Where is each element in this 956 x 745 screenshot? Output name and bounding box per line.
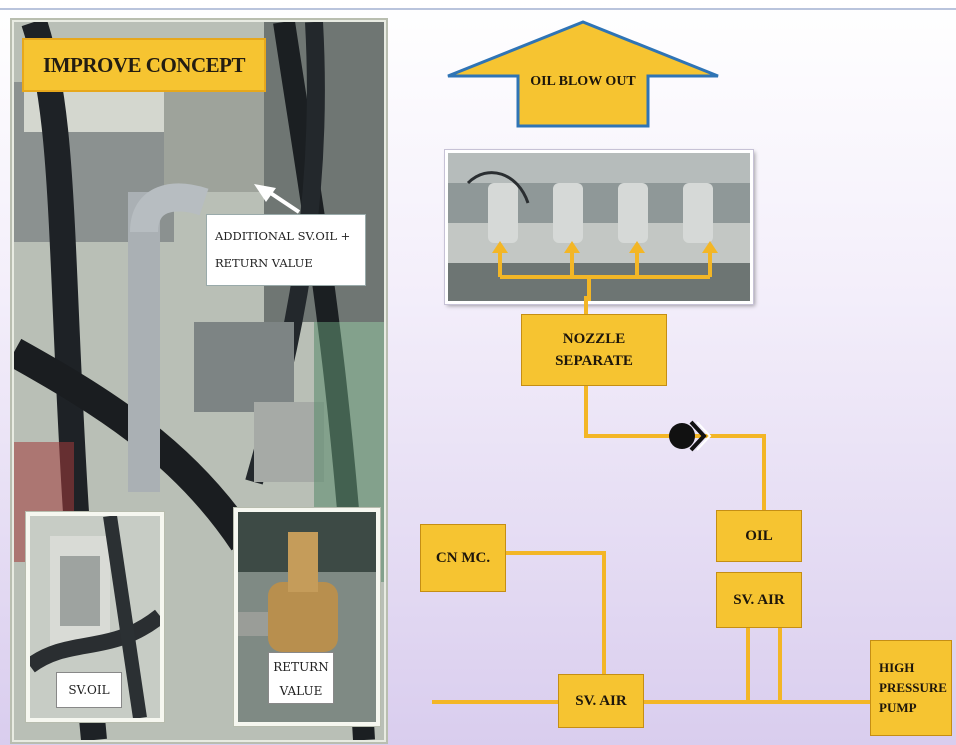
pipe-sv-air-right-leg	[778, 626, 782, 702]
pipe-to-oil	[762, 434, 766, 510]
pipe-sv-air-left-leg	[746, 626, 750, 702]
callout-line-1: ADDITIONAL SV.OIL +	[215, 223, 365, 250]
pump-label-3: PUMP	[879, 698, 917, 718]
return-value-line-1: RETURN	[269, 655, 333, 679]
additional-valve-callout: ADDITIONAL SV.OIL + RETURN VALUE	[206, 214, 366, 286]
improve-concept-title: IMPROVE CONCEPT	[22, 38, 266, 92]
callout-line-2: RETURN VALUE	[215, 250, 365, 277]
high-pressure-pump-box: HIGH PRESSURE PUMP	[870, 640, 952, 736]
sv-oil-label: SV.OIL	[56, 672, 122, 708]
pipe-cnmc-right	[505, 551, 605, 555]
oil-blow-out-label: OIL BLOW OUT	[518, 74, 648, 102]
top-divider	[0, 8, 956, 10]
pipe-main-line	[432, 700, 872, 704]
nozzle-label-1: NOZZLE	[563, 328, 626, 350]
pipe-photo-to-nozzle	[584, 296, 588, 316]
return-value-line-2: VALUE	[269, 679, 333, 703]
nozzle-separate-box: NOZZLE SEPARATE	[521, 314, 667, 386]
return-value-label: RETURN VALUE	[268, 652, 334, 704]
pump-label-2: PRESSURE	[879, 678, 947, 698]
oil-box: OIL	[716, 510, 802, 562]
sv-air-upper-box: SV. AIR	[716, 572, 802, 628]
check-valve-icon	[666, 418, 712, 454]
nozzle-label-2: SEPARATE	[555, 350, 633, 372]
pipe-nozzle-down	[584, 384, 588, 436]
nozzle-distribution-arrows	[448, 153, 750, 301]
sv-air-lower-box: SV. AIR	[558, 674, 644, 728]
cn-mc-box: CN MC.	[420, 524, 506, 592]
nozzle-photo	[445, 150, 753, 304]
pipe-cnmc-down	[602, 551, 606, 676]
pump-label-1: HIGH	[879, 658, 914, 678]
